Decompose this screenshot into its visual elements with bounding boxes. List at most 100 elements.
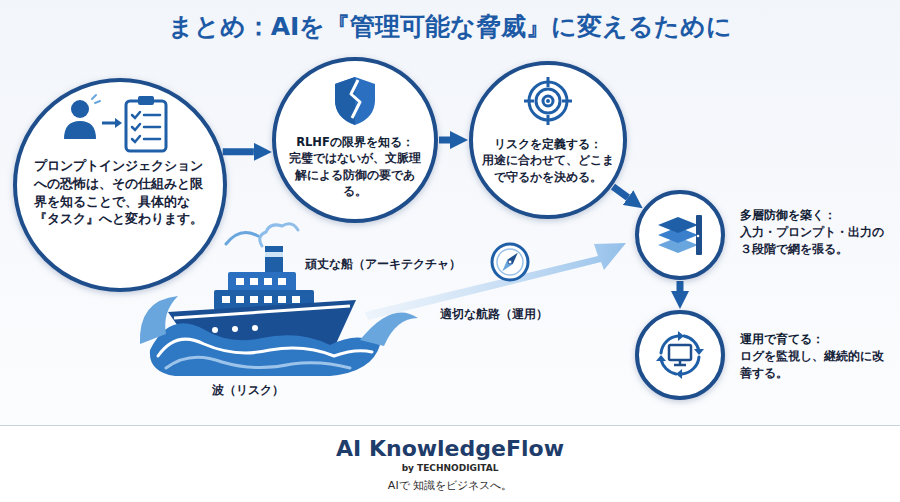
drawing-circle <box>252 325 258 331</box>
step-body: 完璧ではないが、文脈理解による防御の要である。 <box>287 150 423 199</box>
drawing-path <box>500 260 513 274</box>
step-circle: プロンプトインジェクションへの恐怖は、その仕組みと限界を知ることで、具体的な『タ… <box>12 77 228 293</box>
step-heading: リスクを定義する： <box>482 136 614 152</box>
drawing-rect <box>250 278 258 285</box>
drawing-path <box>507 251 520 265</box>
drawing-rect <box>292 296 300 303</box>
circle-outline <box>471 63 625 217</box>
drawing-path <box>150 323 380 376</box>
step-circle: RLHFの限界を知る：完璧ではないが、文脈理解による防御の要である。 <box>271 56 439 224</box>
drawing-rect <box>222 296 230 303</box>
drawing-rect <box>265 252 283 257</box>
drawing-rect <box>250 296 258 303</box>
drawing-path <box>694 349 704 355</box>
step-heading: RLHFの限界を知る： <box>287 134 423 150</box>
step-body: 用途に合わせて、どこまで守るかを決める。 <box>482 152 614 185</box>
drawing-path <box>115 118 122 128</box>
text-box: プロンプトインジェクションへの恐怖は、その仕組みと限界を知ることで、具体的な『タ… <box>34 157 206 228</box>
drawing-path <box>166 357 350 368</box>
drawing-path <box>674 360 686 365</box>
drawing-path <box>524 77 572 125</box>
step-body: ログを監視し、継続的に改善する。 <box>740 348 890 382</box>
drawing-g <box>524 77 572 125</box>
drawing-path <box>676 369 682 379</box>
drawing-path <box>260 224 298 246</box>
drawing-path <box>351 80 360 118</box>
drawing-circle <box>697 235 700 238</box>
drawing-path <box>132 112 140 118</box>
illustration-caption: 適切な航路（運用） <box>440 306 548 323</box>
step-heading: 多層防御を築く： <box>740 207 890 224</box>
drawing-path <box>158 339 372 356</box>
drawing-g <box>656 331 704 379</box>
shield-icon <box>330 74 380 128</box>
drawing-rect <box>264 278 272 285</box>
brand-name: AI KnowledgeFlow <box>336 436 564 461</box>
layers-icon <box>654 209 706 261</box>
drawing-rect <box>236 296 244 303</box>
fear-task-icon <box>60 93 180 155</box>
drawing-rect <box>278 278 286 285</box>
text-box: 多層防御を築く：入力・プロンプト・出力の３段階で網を張る。 <box>740 207 890 258</box>
drawing-path <box>335 77 375 125</box>
target-icon <box>523 76 573 126</box>
drawing-path <box>658 217 698 233</box>
drawing-rect <box>278 296 286 303</box>
diagram-title: まとめ：AIを『管理可能な脅威』に変えるために <box>0 10 900 43</box>
drawing-rect <box>696 215 702 255</box>
drawing-path <box>360 312 418 346</box>
footer-band: AI KnowledgeFlowby TECHNODIGITALAIで 知識をビ… <box>0 425 900 502</box>
drawing-circle <box>508 260 512 264</box>
drawing-g <box>132 112 160 142</box>
drawing-path <box>64 121 96 139</box>
drawing-path <box>656 355 666 361</box>
drawing-circle <box>529 82 567 120</box>
drawing-rect <box>264 296 272 303</box>
step-body: プロンプトインジェクションへの恐怖は、その仕組みと限界を知ることで、具体的な『タ… <box>34 157 206 228</box>
text-box: リスクを定義する：用途に合わせて、どこまで守るかを決める。 <box>482 136 614 185</box>
drawing-circle <box>543 96 553 106</box>
drawing-circle <box>492 244 528 280</box>
arrow-connector <box>677 281 684 291</box>
drawing-path <box>92 95 100 103</box>
drawing-circle <box>536 89 560 113</box>
drawing-path <box>132 124 140 130</box>
drawing-path <box>174 306 350 318</box>
drawing-path <box>140 296 178 344</box>
arrow-connector <box>439 137 450 144</box>
step-heading: 運用で育てる： <box>740 331 890 348</box>
drawing-path <box>144 126 160 129</box>
step-body: 入力・プロンプト・出力の３段階で網を張る。 <box>740 224 890 258</box>
cycle-monitor-icon <box>654 329 706 381</box>
drawing-circle <box>212 327 218 333</box>
drawing-path <box>132 136 140 142</box>
drawing-circle <box>497 249 523 275</box>
circle-outline <box>274 59 436 221</box>
drawing-g <box>222 278 300 303</box>
step-circle: 運用で育てる：ログを監視し、継続的に改善する。 <box>634 309 726 401</box>
illustration-caption: 波（リスク） <box>212 382 284 399</box>
drawing-g <box>500 251 521 274</box>
arrow-connector <box>613 187 628 198</box>
illustration-caption: 頑丈な船（アーキテクチャ） <box>305 256 461 273</box>
drawing-path <box>102 122 116 125</box>
drawing-path <box>226 232 258 244</box>
drawing-rect <box>236 278 244 285</box>
brand-owner: by TECHNODIGITAL <box>402 463 499 473</box>
drawing-g <box>661 336 699 374</box>
drawing-path <box>144 138 160 141</box>
circle-outline <box>15 80 225 290</box>
step-circle: リスクを定義する：用途に合わせて、どこまで守るかを決める。 <box>468 60 628 220</box>
drawing-rect <box>669 345 691 360</box>
drawing-rect <box>265 246 283 276</box>
text-box: RLHFの限界を知る：完璧ではないが、文脈理解による防御の要である。 <box>287 134 423 199</box>
drawing-rect <box>138 96 154 105</box>
circle-outline <box>637 312 723 398</box>
drawing-rect <box>228 272 296 292</box>
circle-outline <box>637 192 723 278</box>
drawing-circle <box>71 100 89 118</box>
drawing-path <box>144 114 160 117</box>
compass-symbol <box>492 244 528 280</box>
drawing-circle <box>546 99 550 103</box>
